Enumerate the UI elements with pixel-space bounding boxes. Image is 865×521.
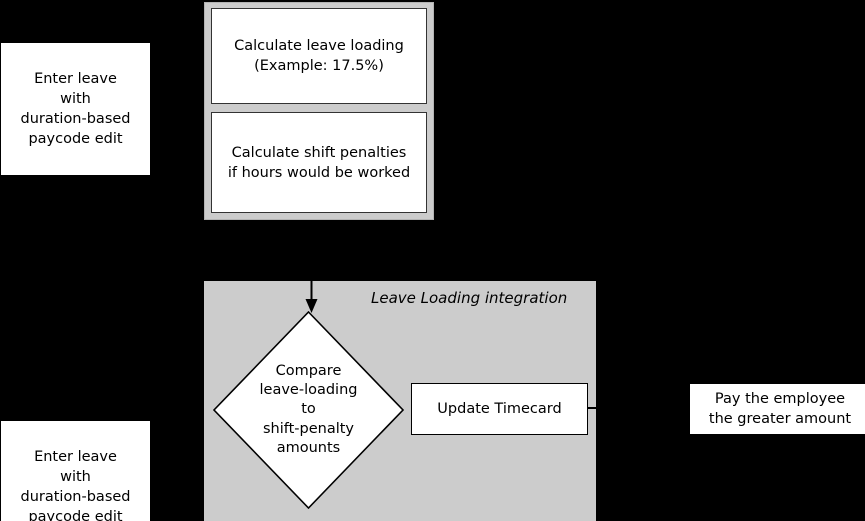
node-pay-greater-amount-label: Pay the employee the greater amount — [708, 391, 852, 427]
edge-update-timecard-exit — [588, 407, 600, 409]
node-enter-leave-top-label: Enter leave with duration-based paycode … — [20, 71, 131, 147]
node-pay-greater-amount[interactable]: Pay the employee the greater amount — [689, 383, 865, 435]
node-update-timecard[interactable]: Update Timecard — [411, 383, 588, 435]
node-compare-decision[interactable]: Compare leave-loading to shift-penalty a… — [213, 311, 404, 509]
node-enter-leave-top[interactable]: Enter leave with duration-based paycode … — [0, 42, 151, 176]
node-calculate-leave-loading-label: Calculate leave loading (Example: 17.5%) — [234, 38, 404, 74]
decision-shape — [213, 311, 404, 509]
node-calculate-shift-penalties[interactable]: Calculate shift penalties if hours would… — [211, 112, 427, 213]
node-update-timecard-label: Update Timecard — [437, 401, 562, 417]
node-enter-leave-bottom[interactable]: Enter leave with duration-based paycode … — [0, 420, 151, 521]
node-calculate-leave-loading[interactable]: Calculate leave loading (Example: 17.5%) — [211, 8, 427, 104]
edge-into-decision — [305, 279, 318, 313]
group-leave-loading-label: Leave Loading integration — [371, 289, 568, 307]
node-enter-leave-bottom-label: Enter leave with duration-based paycode … — [20, 449, 131, 521]
node-calculate-shift-penalties-label: Calculate shift penalties if hours would… — [227, 144, 411, 181]
node-compare-decision-label: Compare leave-loading to shift-penalty a… — [259, 363, 358, 456]
